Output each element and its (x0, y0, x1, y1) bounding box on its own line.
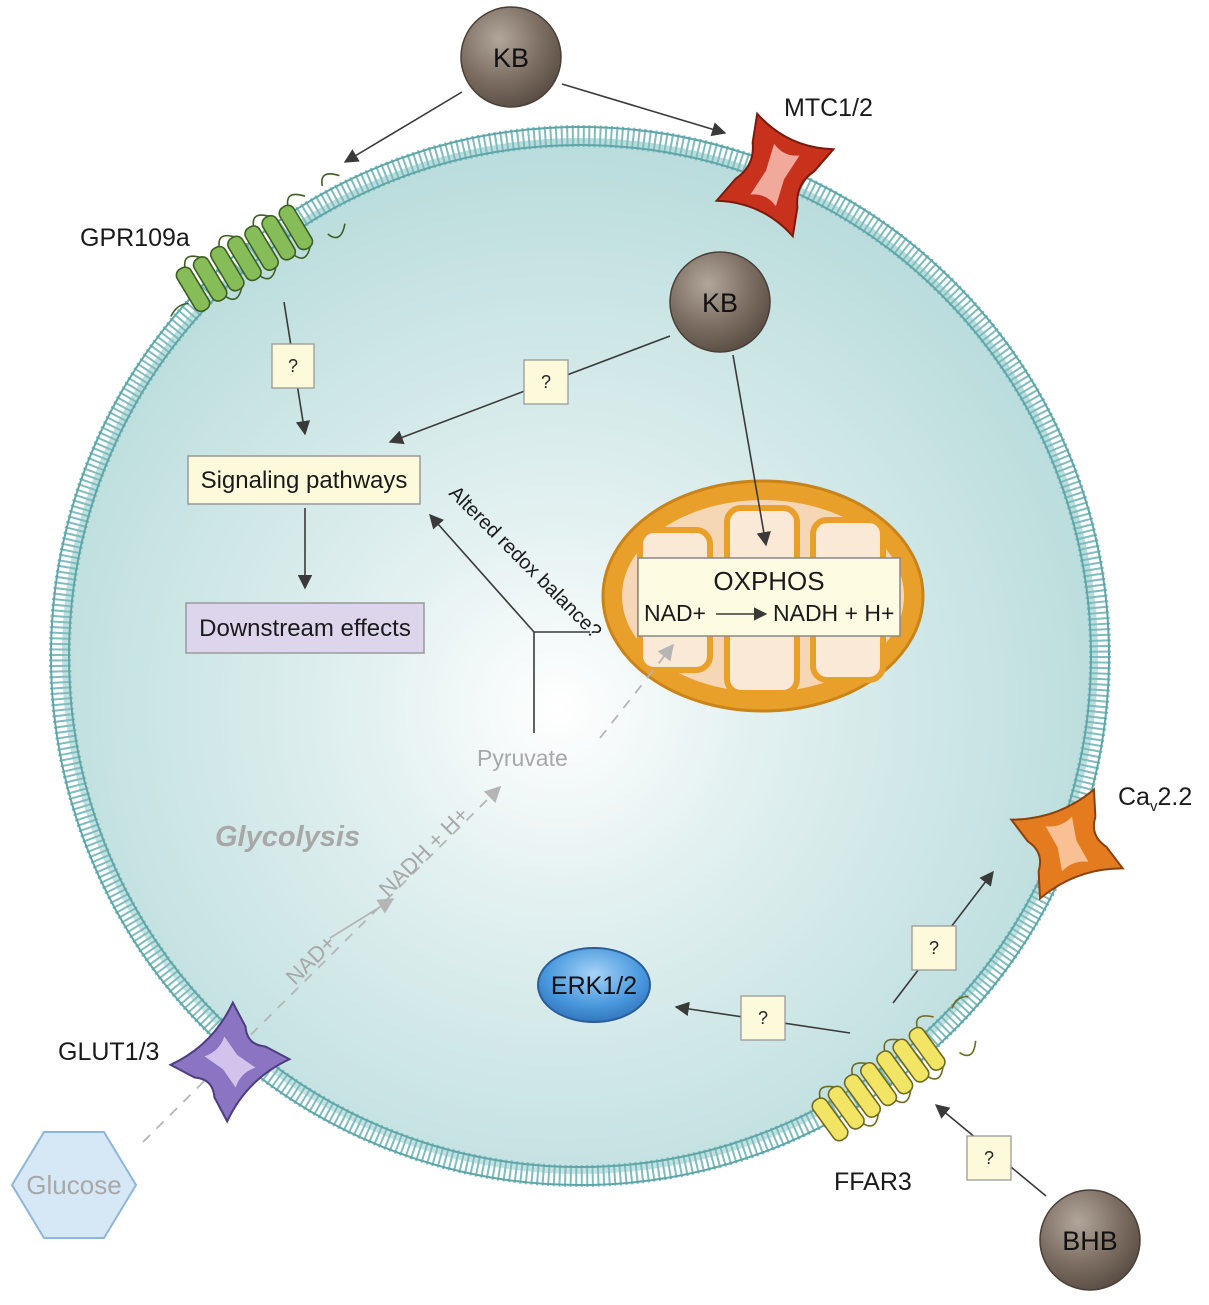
bhb-ball: BHB (1039, 1189, 1141, 1291)
arrow-kb-to-gpr109a (343, 91, 463, 163)
cav-label-tail: 2.2 (1157, 783, 1192, 811)
kb-ball-top: KB (460, 6, 562, 108)
cav-pore (1045, 816, 1089, 872)
glycolysis-path (142, 643, 675, 1143)
cav-label-main: Ca (1118, 783, 1150, 811)
cav-channel (1009, 787, 1125, 901)
ffar-helices (811, 1026, 946, 1142)
bhb-ball-shape (1039, 1189, 1141, 1291)
question-box-cav: ? (911, 925, 957, 971)
ffar3-receptor (811, 995, 977, 1142)
gpr-loops-top (183, 173, 340, 269)
gpr-helix (209, 245, 245, 292)
glut-transporter (168, 1000, 292, 1124)
mitochondrion: OXPHOS NAD+ NADH + H+ (601, 479, 925, 713)
glut-pore (204, 1036, 256, 1088)
gpr-helix (244, 225, 279, 271)
pyruvate-to-mito-arrow (599, 643, 675, 739)
glucose-label: Glucose (26, 1170, 121, 1200)
question-box-erk: ? (740, 995, 786, 1041)
kb-top-label: KB (493, 43, 529, 73)
signaling-label: Signaling pathways (201, 467, 408, 494)
question-box-bg (271, 343, 315, 389)
ffar-helix (811, 1097, 849, 1142)
arrow-kb-to-mitochondrion (732, 354, 771, 547)
question-mark: ? (541, 372, 551, 392)
bhb-label: BHB (1062, 1226, 1118, 1256)
ffar3-label: FFAR3 (834, 1168, 912, 1196)
kb-ball-inner: KB (669, 251, 771, 353)
erk-shape (537, 947, 651, 1023)
ffar-loops-top (818, 1015, 934, 1100)
cav-label-sub: v (1150, 798, 1158, 815)
gpr-helix (278, 204, 314, 251)
ffar-helix (843, 1073, 882, 1119)
ffar-loops-bottom (861, 1040, 977, 1127)
kb-top-ball (460, 6, 562, 108)
gpr-helix (227, 235, 262, 282)
signaling-pathways-box: Signaling pathways (187, 455, 421, 505)
downstream-label: Downstream effects (199, 615, 411, 642)
signaling-box-bg (187, 455, 421, 505)
gpr-loops-bottom (224, 223, 346, 301)
erk-ellipse: ERK1/2 (537, 947, 651, 1023)
ffar-helix (859, 1061, 898, 1107)
cav-label: Cav2.2 (1118, 783, 1192, 815)
gpr-tail (170, 302, 189, 317)
mtc-label: MTC1/2 (784, 94, 873, 122)
kb-inner-label: KB (702, 288, 738, 318)
gpr109a-receptor (170, 173, 346, 317)
cytoplasm (62, 138, 1098, 1174)
mtc-transporter (714, 111, 836, 239)
downstream-effects-box: Downstream effects (185, 602, 425, 654)
gpr-helix (192, 256, 228, 302)
glucose-hexagon: Glucose (10, 1131, 138, 1239)
oxphos-title: OXPHOS (713, 566, 824, 596)
glut-label: GLUT1/3 (58, 1038, 159, 1066)
question-box-kb: ? (523, 359, 569, 405)
gpr-helix (175, 266, 211, 313)
ffar-helix (908, 1026, 946, 1071)
glycolysis-arrow (142, 785, 502, 1143)
gpr-helices (175, 204, 314, 313)
question-mark: ? (929, 938, 939, 958)
oxphos-nad: NAD+ (644, 600, 706, 626)
kb-inner-ball (669, 251, 771, 353)
question-box-bg (966, 1135, 1012, 1181)
glucose-shape (10, 1131, 138, 1239)
question-box-bhb: ? (966, 1135, 1012, 1181)
glycolysis-nad-arrow (329, 898, 395, 939)
gpr-helix (261, 214, 297, 261)
oxphos-box (637, 557, 901, 637)
question-box-bg (911, 925, 957, 971)
pyruvate-label: Pyruvate (477, 745, 568, 771)
question-mark: ? (984, 1148, 994, 1168)
question-box-bg (740, 995, 786, 1041)
oxphos-nadh: NADH + H+ (773, 600, 894, 626)
glycolysis-label: Glycolysis (215, 821, 360, 853)
gpr109a-label: GPR109a (80, 224, 190, 252)
erk-label: ERK1/2 (551, 972, 637, 1000)
question-box-bg (523, 359, 569, 405)
cell-membrane-outer (50, 126, 1110, 1186)
downstream-box-bg (185, 602, 425, 654)
ffar-helix (892, 1038, 930, 1083)
cell (49, 125, 1111, 1187)
mtc-channel (750, 143, 800, 207)
cell-membrane-inner (68, 144, 1092, 1168)
arrow-kb-to-mtc (561, 83, 727, 137)
cell-membrane (49, 125, 1111, 1187)
question-mark: ? (758, 1008, 768, 1028)
ffar-tail (951, 995, 969, 1009)
ffar-helix (876, 1050, 914, 1095)
ffar-helix (827, 1085, 865, 1130)
question-box-gpr: ? (271, 343, 315, 389)
question-mark: ? (288, 356, 298, 376)
